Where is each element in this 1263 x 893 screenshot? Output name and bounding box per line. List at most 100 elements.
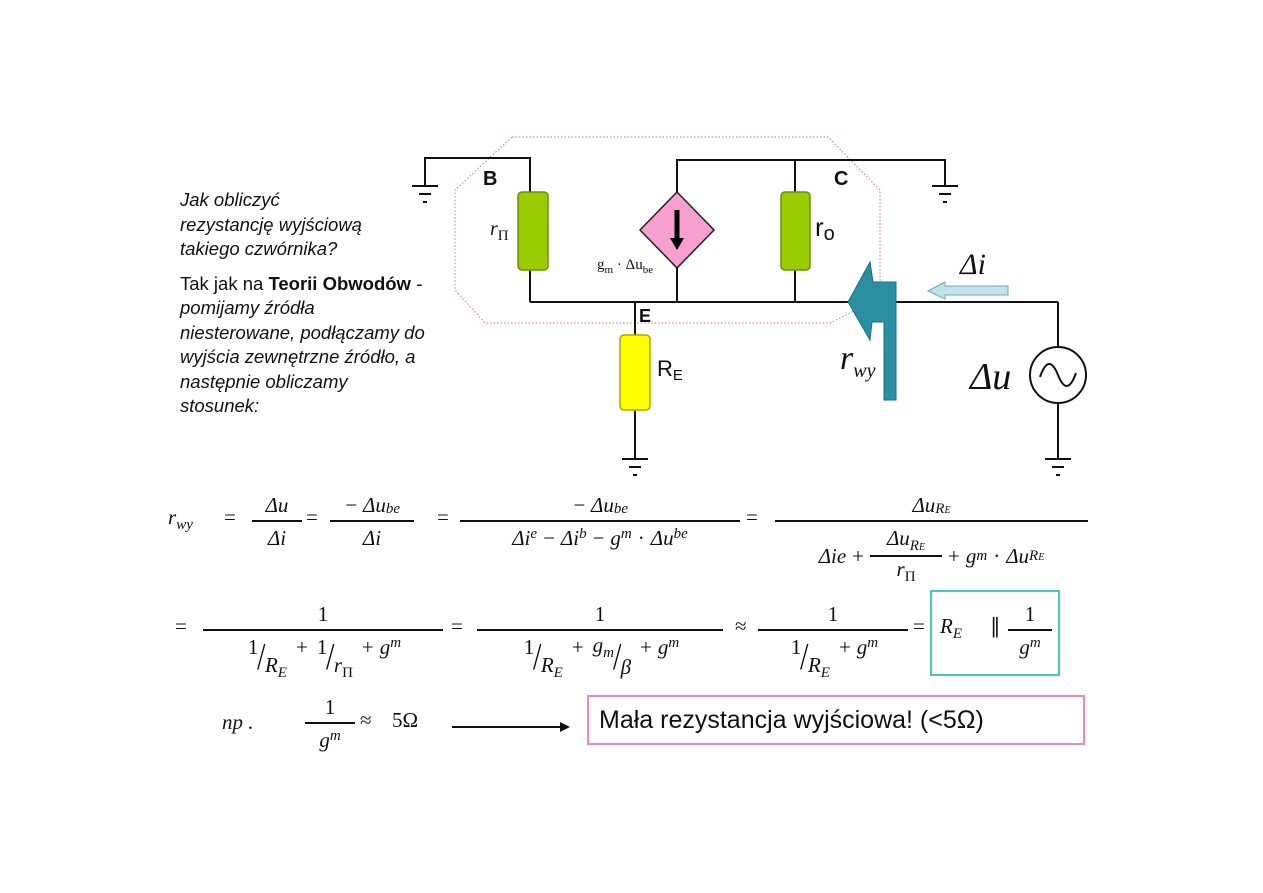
sub-pi: Π (342, 664, 353, 681)
fraction-bar (460, 520, 740, 522)
re: RE (808, 653, 830, 682)
slashed-fraction: 1/RE (524, 635, 563, 682)
source-label-g: g (597, 257, 605, 273)
sub-e: e (530, 526, 538, 542)
equals-sign: = (175, 614, 187, 638)
equals-sign: = (451, 614, 463, 638)
g: g (319, 728, 330, 752)
sub-m: m (390, 635, 402, 651)
minus: − (543, 526, 555, 550)
question-line: Jak obliczyć (180, 189, 280, 210)
sub-be: be (385, 501, 401, 517)
d-ie: Δi (512, 526, 531, 550)
intro-text: Jak obliczyć rezystancję wyjściową takie… (180, 188, 430, 429)
one: 1 (247, 634, 259, 659)
output-arrow (847, 260, 897, 401)
sub-m: m (976, 547, 988, 564)
sub-e: E (553, 664, 563, 681)
slash: / (800, 636, 809, 678)
arrow-right-icon (452, 722, 570, 732)
r: r (333, 652, 343, 677)
r-wy-label: rwy (840, 340, 875, 383)
sub-e: E (952, 626, 962, 642)
fraction-bar (758, 629, 908, 631)
slash: / (326, 636, 335, 678)
numerator: 1 (324, 695, 336, 719)
slashed-fraction: 1/rΠ (316, 634, 353, 682)
source-label-m: m (604, 264, 614, 276)
r-pi-label: rΠ (490, 218, 509, 245)
ground-icon (1045, 458, 1071, 476)
answer-prefix: Tak jak na (180, 272, 269, 294)
sub-pi: Π (904, 569, 916, 585)
delta-i-label: Δi (960, 248, 986, 281)
node-b-label: B (483, 168, 498, 190)
du: Δu (1006, 543, 1030, 568)
r-e-main: R (657, 356, 673, 381)
fraction-bar (870, 555, 943, 557)
slash: / (257, 636, 266, 678)
r-pi: rΠ (334, 653, 353, 682)
sub-be: be (613, 501, 629, 517)
beta: β (620, 654, 632, 679)
plus: + (838, 635, 851, 659)
one: 1 (316, 634, 328, 659)
r-e-label: RE (657, 356, 683, 384)
r-e-sub: E (672, 367, 683, 384)
neg-du: − Δu (571, 493, 614, 517)
source-label-du: · Δu (613, 257, 643, 273)
one: 1 (790, 634, 802, 659)
question-line: rezystancję wyjściową (180, 213, 362, 235)
approx-sign: ≈ (735, 614, 747, 638)
re: RE (541, 653, 563, 682)
re: RE (265, 653, 287, 682)
g: g (657, 635, 669, 659)
sub-m: m (668, 635, 680, 651)
resistor-r-pi (517, 191, 549, 271)
quadripole-outline (454, 136, 881, 324)
r: R (940, 614, 953, 638)
denominator: Δi (362, 526, 382, 550)
eq-lhs: rwy (168, 505, 193, 534)
minus: − (592, 526, 605, 550)
sub-m: m (603, 644, 615, 661)
sub-e: E (277, 664, 287, 681)
fraction-bar (775, 520, 1088, 522)
plus: + (295, 635, 308, 659)
sub-m: m (1029, 635, 1041, 651)
sub-m: m (329, 728, 341, 744)
equals-sign: = (913, 614, 925, 638)
conclusion-box: Mała rezystancja wyjściowa! (<5Ω) (587, 695, 1085, 745)
sub-r: R (1029, 547, 1039, 564)
r-pi-main: r (490, 218, 498, 240)
equals-sign: = (306, 505, 318, 529)
dot: · (637, 526, 645, 550)
fraction-bar (252, 520, 302, 522)
d-ie: Δie (818, 543, 847, 568)
np-label: np . (222, 710, 254, 734)
answer: Tak jak na Teorii Obwodów - pomijamy źró… (180, 272, 430, 419)
parallel-sign: ∥ (990, 614, 1001, 638)
plus: + (361, 635, 374, 659)
neg-du: − Δu (343, 493, 386, 517)
g: g (856, 635, 868, 659)
r: R (540, 652, 554, 677)
sub-r: R (909, 538, 919, 554)
r-o-sub: o (823, 223, 835, 245)
denominator: Δi (267, 526, 287, 550)
sub-re: RE (910, 538, 925, 554)
